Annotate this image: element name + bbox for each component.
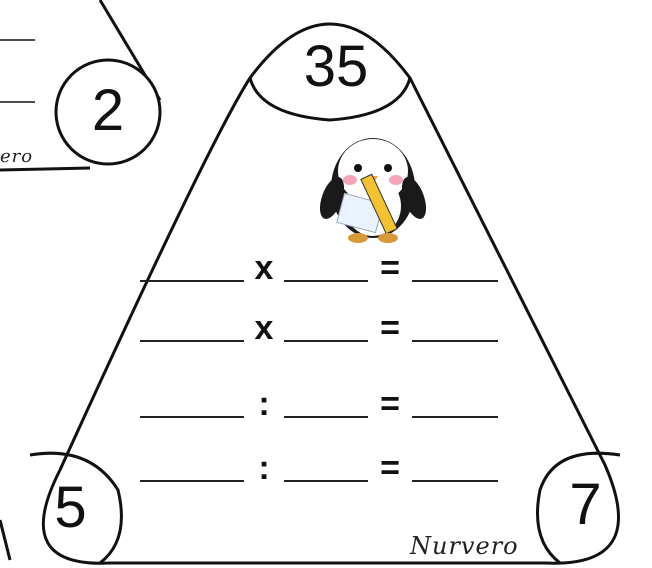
equation-row: : = — [140, 448, 510, 488]
author-signature: Nurvero — [410, 532, 519, 560]
equation-row: : = — [140, 384, 510, 424]
factor-blank[interactable] — [140, 340, 244, 342]
dividend-blank[interactable] — [140, 480, 244, 482]
left-number: 5 — [48, 479, 93, 537]
factor-blank[interactable] — [140, 280, 244, 282]
equals-sign: = — [368, 249, 412, 288]
dividend-blank[interactable] — [140, 416, 244, 418]
factor-blank[interactable] — [284, 280, 368, 282]
penguin-with-pencil-icon — [318, 126, 428, 246]
operator: : — [244, 385, 284, 424]
divisor-blank[interactable] — [284, 480, 368, 482]
top-number: 35 — [300, 38, 372, 96]
right-number: 7 — [563, 476, 608, 534]
operator: : — [244, 449, 284, 488]
equals-sign: = — [368, 449, 412, 488]
equals-sign: = — [368, 385, 412, 424]
result-blank[interactable] — [412, 340, 498, 342]
result-blank[interactable] — [412, 480, 498, 482]
result-blank[interactable] — [412, 416, 498, 418]
factor-blank[interactable] — [284, 340, 368, 342]
operator: x — [244, 309, 284, 348]
partial-triangle-corner-number: 2 — [83, 82, 133, 140]
result-blank[interactable] — [412, 280, 498, 282]
operator: x — [244, 249, 284, 288]
equals-sign: = — [368, 309, 412, 348]
divisor-blank[interactable] — [284, 416, 368, 418]
equation-row: x = — [140, 308, 510, 348]
partial-signature: ero — [0, 146, 33, 167]
equation-row: x = — [140, 248, 510, 288]
